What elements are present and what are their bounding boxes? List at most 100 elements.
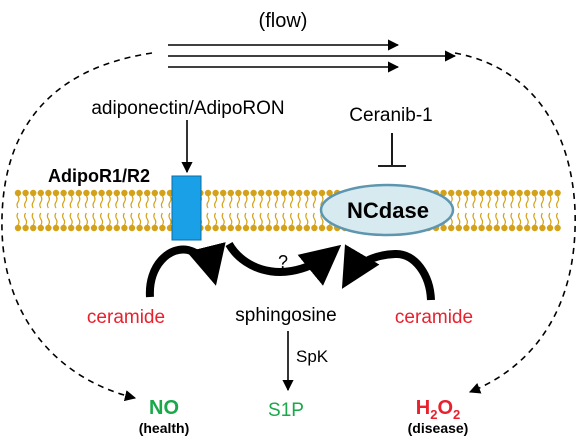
lipid-head bbox=[52, 224, 60, 232]
lipid-head bbox=[37, 224, 44, 232]
lipid-tail bbox=[525, 195, 529, 209]
lipid-head bbox=[113, 224, 121, 232]
lipid-head bbox=[288, 224, 295, 232]
lipid-tail bbox=[16, 212, 20, 226]
lipid-tail bbox=[290, 212, 294, 226]
lipid-head bbox=[22, 224, 29, 232]
lipid-head bbox=[144, 189, 151, 197]
lipid-head bbox=[227, 224, 234, 232]
lipid-head bbox=[14, 189, 22, 197]
lipid-tail bbox=[100, 212, 104, 226]
lipid-tail bbox=[145, 195, 149, 209]
lipid-tail bbox=[472, 212, 476, 226]
lipid-tail bbox=[39, 212, 43, 226]
lipid-head bbox=[90, 189, 98, 197]
lipid-tail bbox=[267, 212, 271, 226]
lipid-tail bbox=[305, 195, 309, 209]
lipid-tail bbox=[457, 195, 461, 209]
lipid-head bbox=[501, 189, 508, 197]
lipid-tail bbox=[533, 212, 537, 226]
lipid-head bbox=[98, 189, 105, 197]
lipid-tail bbox=[510, 195, 514, 209]
lipid-tail bbox=[480, 195, 484, 209]
h2o2-sub2: 2 bbox=[453, 407, 460, 422]
lipid-head bbox=[501, 224, 508, 232]
lipid-head bbox=[144, 224, 151, 232]
lipid-head bbox=[68, 189, 75, 197]
lipid-tail bbox=[236, 195, 240, 209]
inhibition-bar bbox=[378, 133, 406, 167]
lipid-head bbox=[326, 189, 333, 197]
lipid-tail bbox=[556, 195, 560, 209]
lipid-bilayer bbox=[14, 189, 561, 232]
h2o2-h: H bbox=[416, 397, 430, 419]
curved-arrow-middle bbox=[225, 241, 342, 286]
lipid-head bbox=[531, 224, 538, 232]
lipid-tail bbox=[69, 195, 73, 209]
lipid-head bbox=[128, 224, 136, 232]
lipid-head bbox=[258, 189, 265, 197]
lipid-tail bbox=[510, 212, 514, 226]
lipid-head bbox=[524, 224, 531, 232]
lipid-head bbox=[90, 224, 98, 232]
lipid-tail bbox=[548, 212, 552, 226]
lipid-tail bbox=[464, 195, 468, 209]
lipid-head bbox=[493, 189, 500, 197]
lipid-tail bbox=[100, 195, 104, 209]
lipid-tail bbox=[115, 195, 119, 209]
lipid-head bbox=[45, 224, 52, 232]
lipid-tail bbox=[122, 195, 126, 209]
lipid-head bbox=[554, 189, 561, 197]
lipid-tail bbox=[115, 212, 119, 226]
lipid-head bbox=[250, 189, 257, 197]
lipid-head bbox=[227, 189, 234, 197]
lipid-tail bbox=[221, 212, 225, 226]
h2o2-sub1: 2 bbox=[430, 407, 437, 422]
lipid-head bbox=[136, 189, 143, 197]
lipid-head bbox=[470, 224, 478, 232]
lipid-head bbox=[318, 189, 326, 197]
lipid-head bbox=[75, 224, 83, 232]
lipid-head bbox=[121, 224, 128, 232]
lipid-tail bbox=[487, 195, 491, 209]
lipid-tail bbox=[267, 195, 271, 209]
lipid-head bbox=[440, 189, 447, 197]
lipid-head bbox=[448, 189, 455, 197]
lipid-tail bbox=[274, 195, 278, 209]
flow-arrows bbox=[168, 39, 457, 73]
disease-caption: (disease) bbox=[408, 420, 469, 436]
lipid-tail bbox=[145, 212, 149, 226]
lipid-tail bbox=[525, 212, 529, 226]
lipid-tail bbox=[153, 195, 157, 209]
lipid-head bbox=[106, 224, 113, 232]
lipid-head bbox=[151, 189, 158, 197]
lipid-tail bbox=[46, 212, 50, 226]
lipid-head bbox=[554, 224, 561, 232]
health-caption: (health) bbox=[139, 420, 190, 436]
no-label: NO bbox=[149, 397, 179, 419]
lipid-head bbox=[250, 224, 257, 232]
lipid-tail bbox=[540, 195, 544, 209]
lipid-head bbox=[273, 189, 280, 197]
lipid-head bbox=[478, 189, 485, 197]
lipid-tail bbox=[107, 212, 111, 226]
unknown-label: ? bbox=[278, 252, 288, 272]
receptor-label: AdipoR1/R2 bbox=[48, 166, 150, 186]
ncdase-ellipse bbox=[319, 183, 455, 237]
lipid-tail bbox=[62, 212, 66, 226]
lipid-tail bbox=[229, 195, 233, 209]
lipid-tail bbox=[206, 195, 210, 209]
lipid-tail bbox=[229, 212, 233, 226]
lipid-head bbox=[455, 189, 462, 197]
h2o2-label: H2O2 bbox=[416, 397, 460, 422]
lipid-head bbox=[508, 189, 516, 197]
lipid-head bbox=[14, 224, 22, 232]
lipid-head bbox=[151, 224, 158, 232]
lipid-tail bbox=[259, 195, 263, 209]
lipid-head bbox=[524, 189, 531, 197]
lipid-tail bbox=[518, 195, 522, 209]
lipid-head bbox=[159, 189, 166, 197]
lipid-head bbox=[303, 224, 310, 232]
lipid-head bbox=[516, 189, 523, 197]
lipid-tail bbox=[138, 195, 142, 209]
